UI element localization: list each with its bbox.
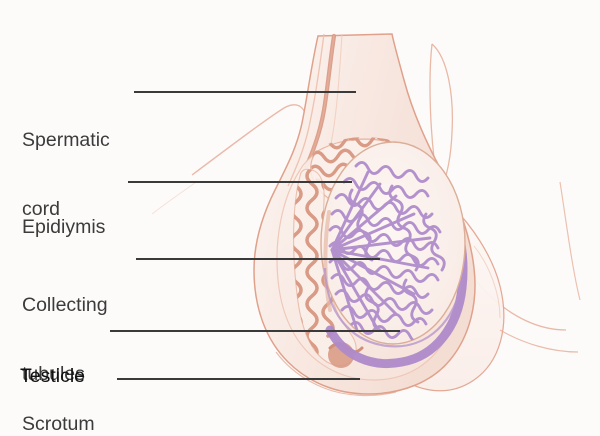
label-testicle: Testicle [20,321,85,431]
accessory-outline-faint [151,181,197,215]
label-spermatic-cord-line1: Spermatic [22,129,110,151]
label-spermatic-cord-line2: cord [22,198,60,220]
label-scrotum-line1: Scrotum [22,413,95,435]
label-collecting-tubules-line2: tubules [22,363,85,385]
accessory-outline [191,104,307,176]
label-collecting-tubules-line1: Collecting [22,294,108,316]
label-epididymis-line1: Epidiymis [22,216,106,238]
label-scrotum: Scrotum [22,369,95,436]
label-epididymis: Epidiymis [22,172,105,282]
label-spermatic-cord: Spermatic cord [22,83,110,267]
label-collecting-tubules: Collecting tubules [22,248,108,432]
leader-lines [110,90,400,381]
label-testicle-line1: Testicle [20,365,86,387]
